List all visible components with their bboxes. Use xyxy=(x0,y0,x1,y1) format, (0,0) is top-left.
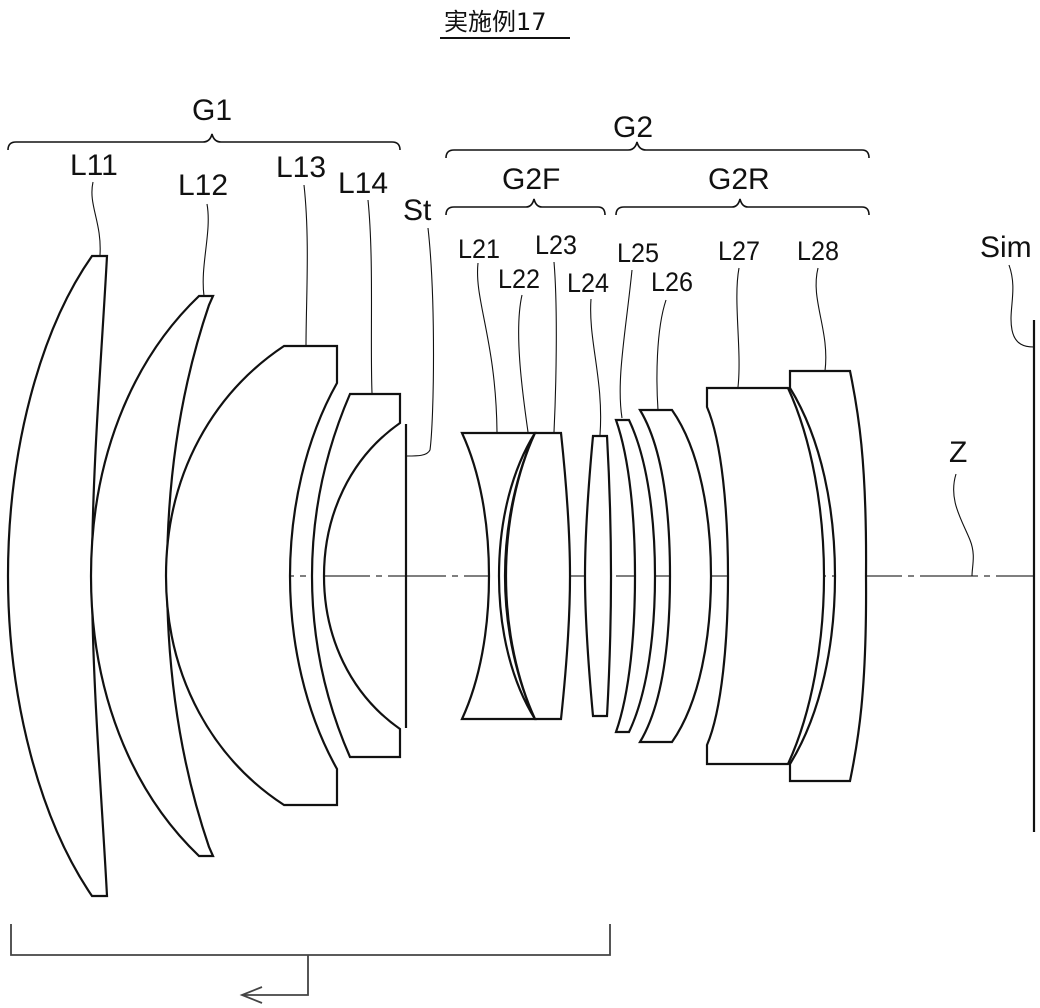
lens-label-l27: L27 xyxy=(718,236,760,266)
lens-label-l12: L12 xyxy=(178,169,228,202)
leader-sim xyxy=(1008,264,1035,348)
lens-l14 xyxy=(310,392,402,759)
leader-l22 xyxy=(518,294,529,433)
lens-label-l23: L23 xyxy=(535,230,577,260)
lens-label-l11: L11 xyxy=(70,149,118,182)
brace-g2 xyxy=(445,141,870,159)
leader-st xyxy=(406,227,435,457)
leader-l12 xyxy=(202,203,209,297)
leader-z xyxy=(953,473,974,577)
lens-l27 xyxy=(705,386,826,766)
lens-l25 xyxy=(614,418,657,734)
axis-label-z: Z xyxy=(949,436,967,469)
leader-l26 xyxy=(656,299,667,411)
lens-l28 xyxy=(788,369,868,783)
leader-l13 xyxy=(303,184,308,347)
leader-l25 xyxy=(619,269,633,419)
leader-l27 xyxy=(736,267,740,388)
figure-title: 実施例17 xyxy=(444,8,547,36)
group-label-g2: G2 xyxy=(613,111,653,144)
leader-l11 xyxy=(91,181,101,256)
lens-l11 xyxy=(6,254,109,898)
group-label-g2f: G2F xyxy=(502,163,560,196)
leader-l23 xyxy=(553,261,557,433)
brace-g2f xyxy=(445,198,606,216)
group-label-g2r: G2R xyxy=(708,163,770,196)
image-plane-label: Sim xyxy=(980,231,1032,264)
lens-label-l25: L25 xyxy=(617,238,659,268)
stop-label: St xyxy=(403,194,432,227)
leader-l28 xyxy=(815,267,827,372)
lens-label-l13: L13 xyxy=(276,151,326,184)
lens-label-l14: L14 xyxy=(338,167,388,200)
lens-label-l26: L26 xyxy=(651,267,693,297)
lens-l26 xyxy=(638,408,713,744)
lens-l23 xyxy=(504,431,572,721)
focus-arrow-stem xyxy=(242,955,309,996)
lens-label-l22: L22 xyxy=(498,264,540,294)
lens-l13 xyxy=(164,344,339,807)
focus-arrow-head-icon xyxy=(239,986,263,1004)
leader-l21 xyxy=(476,262,498,433)
lens-label-l21: L21 xyxy=(458,234,500,264)
lens-l24 xyxy=(583,434,613,718)
brace-g2r xyxy=(615,198,870,216)
lens-l12 xyxy=(89,294,215,858)
focus-group-bracket xyxy=(10,924,611,956)
group-label-g1: G1 xyxy=(192,94,232,127)
leader-l14 xyxy=(367,199,373,394)
lens-label-l28: L28 xyxy=(797,236,839,266)
leader-l24 xyxy=(590,298,602,436)
brace-g1 xyxy=(7,133,401,151)
lens-label-l24: L24 xyxy=(567,268,609,298)
